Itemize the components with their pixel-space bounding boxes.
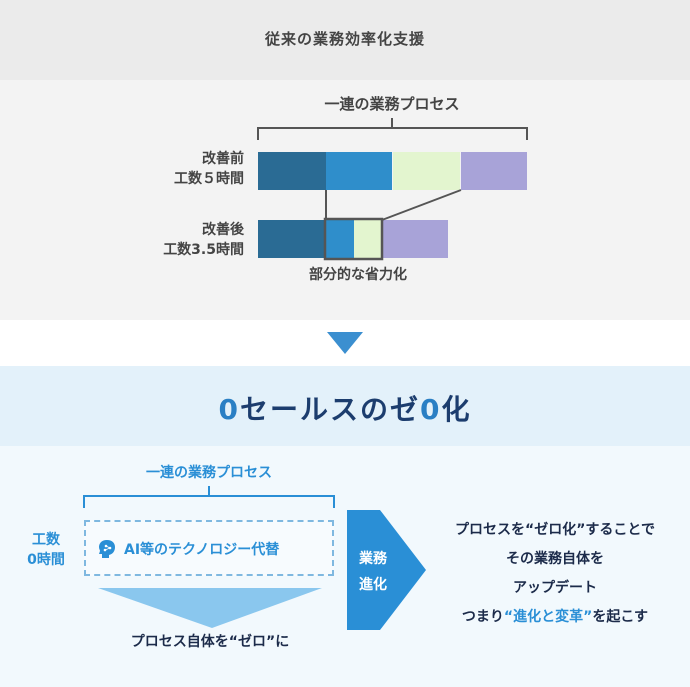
desc-line4-highlight: “進化と変革” <box>503 609 593 625</box>
after-effort-label: 工数 0時間 <box>18 530 74 570</box>
before-row2-label-line2: 工数3.5時間 <box>163 242 244 258</box>
zero-band <box>0 366 690 446</box>
chevron-label-line1: 業務 <box>359 551 387 567</box>
header-title: 従来の業務効率化支援 <box>264 30 425 48</box>
desc-line3: アップデート <box>513 580 597 596</box>
ai-replacement-box <box>84 520 334 576</box>
zero-process-label: プロセス自体を“ゼロ”に <box>130 634 290 650</box>
before-bar-seg2 <box>326 152 392 190</box>
partial-label: 部分的な省力化 <box>309 267 407 283</box>
before-row1-label-line2: 工数５時間 <box>174 171 244 187</box>
desc-line4-c: を起こす <box>592 609 649 625</box>
header-band <box>0 0 690 80</box>
down-arrow-icon <box>327 332 363 354</box>
ai-replacement-row: AI等のテクノロジー代替 <box>96 538 279 560</box>
logo-suffix: 化 <box>441 393 472 426</box>
before-row2-label: 改善後 工数3.5時間 <box>120 220 244 260</box>
ai-replacement-text: AI等のテクノロジー代替 <box>124 542 280 558</box>
before-row1-label: 改善前 工数５時間 <box>120 149 244 189</box>
before-row2-label-line1: 改善後 <box>202 222 244 238</box>
desc-line2: その業務自体を <box>506 551 604 567</box>
ai-brain-head-icon <box>99 540 115 558</box>
after-bar-seg1 <box>258 220 326 258</box>
after-bar-seg4 <box>382 220 448 258</box>
after-effort-line2: 0時間 <box>27 552 65 568</box>
logo-text: セールスのゼ <box>239 393 420 426</box>
desc-line1: プロセスを“ゼロ化”することで <box>455 522 655 538</box>
logo-zero: 0 <box>420 393 442 426</box>
zero-description: プロセスを“ゼロ化”することで その業務自体を アップデート つまり“進化と変革… <box>430 516 680 632</box>
before-process-label: 一連の業務プロセス <box>324 95 460 113</box>
chevron-label-line2: 進化 <box>359 577 387 593</box>
before-section <box>0 80 690 320</box>
after-effort-line1: 工数 <box>32 532 60 548</box>
after-bar-seg2 <box>326 220 354 258</box>
before-row1-label-line1: 改善前 <box>202 151 244 167</box>
before-bar-seg3 <box>393 152 460 190</box>
after-process-label: 一連の業務プロセス <box>146 465 272 481</box>
after-bar-seg3 <box>354 220 382 258</box>
logo-prefix: 0 <box>218 393 240 426</box>
desc-line4: つまり“進化と変革”を起こす <box>430 603 680 632</box>
before-bar-seg4 <box>461 152 527 190</box>
sales-zero-logo: 0セールスのゼ0化 <box>0 388 690 428</box>
before-bar-seg1 <box>258 152 326 190</box>
chevron-label: 業務 進化 <box>349 546 397 598</box>
desc-line4-a: つまり <box>461 609 504 625</box>
